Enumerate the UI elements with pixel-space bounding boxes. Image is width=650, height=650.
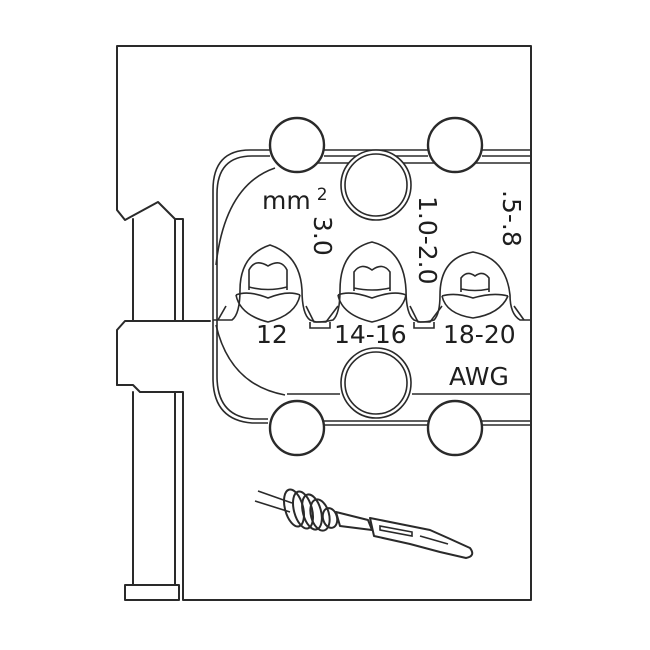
die-body <box>116 45 532 601</box>
locating-pins <box>268 116 484 457</box>
hole-bottom <box>340 347 412 419</box>
cavity-medium-awg-label: 14-16 <box>334 320 407 349</box>
metric-exponent-text: 2 <box>316 185 328 205</box>
metric-unit-text: mm <box>262 186 311 215</box>
contact-illustration <box>254 488 474 559</box>
cavity-large-awg-label: 12 <box>256 320 288 349</box>
cavity-small-mm2-label: .5-.8 <box>497 190 526 247</box>
hole-top <box>340 149 412 221</box>
pin-bottom-right <box>426 399 484 457</box>
crimp-cavities <box>213 241 531 329</box>
cavity-medium-mm2-label: 1.0-2.0 <box>413 196 442 285</box>
pin-top-right <box>426 116 484 174</box>
gauge-unit-label: AWG <box>449 362 509 391</box>
cavity-small-awg-label: 18-20 <box>443 320 516 349</box>
pin-top-left <box>268 116 326 174</box>
pin-bottom-left <box>268 399 326 457</box>
cavity-large-mm2-label: 3.0 <box>308 216 337 256</box>
